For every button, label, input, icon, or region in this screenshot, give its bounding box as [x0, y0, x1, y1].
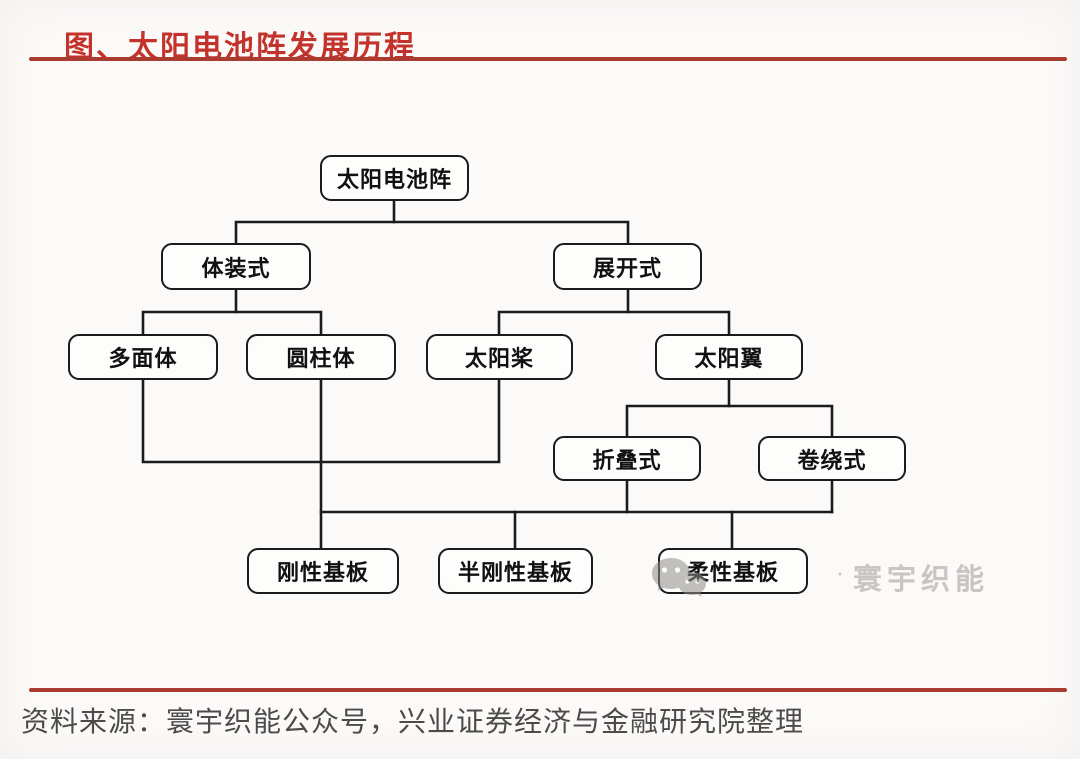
node-semi-rigid-substrate: 半刚性基板 [438, 548, 593, 594]
node-polyhedron: 多面体 [68, 334, 218, 380]
node-cylinder: 圆柱体 [246, 334, 396, 380]
node-deployable: 展开式 [553, 243, 702, 290]
node-flexible-substrate: 柔性基板 [658, 548, 808, 594]
top-divider-rule [29, 57, 1067, 61]
node-roll-out-type: 卷绕式 [758, 436, 906, 481]
connector-body-children-rail [141, 310, 323, 336]
connector-wing-children-rail [625, 404, 834, 438]
node-solar-cell-array: 太阳电池阵 [320, 155, 469, 201]
node-solar-paddle: 太阳桨 [426, 334, 573, 380]
node-solar-wing: 太阳翼 [655, 334, 803, 380]
connector-deploy-children-rail [497, 310, 731, 336]
node-body-mounted: 体装式 [161, 243, 311, 290]
connector-level2-rail [234, 220, 630, 245]
node-rigid-substrate: 刚性基板 [247, 548, 399, 594]
node-folding-type: 折叠式 [553, 436, 701, 481]
source-note: 资料来源：寰宇织能公众号，兴业证券经济与金融研究院整理 [21, 706, 805, 737]
bottom-divider-rule [29, 688, 1067, 692]
